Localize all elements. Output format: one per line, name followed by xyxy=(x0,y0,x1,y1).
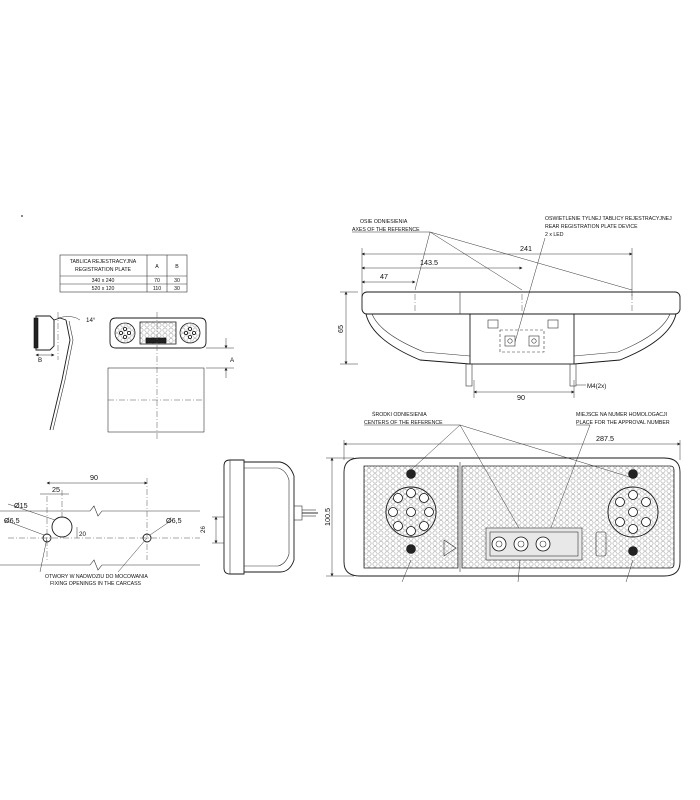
dim-20: 20 xyxy=(79,531,86,538)
table-col-a: A xyxy=(155,264,159,270)
dim-a: A xyxy=(230,357,235,364)
dim-b: B xyxy=(38,357,42,364)
front-view: ŚRODKI ODNIESIENIA CENTERS OF THE REFERE… xyxy=(323,410,681,583)
table-row-size: 340 x 240 xyxy=(92,278,115,284)
table-title-en: REGISTRATION PLATE xyxy=(75,267,132,273)
plate-lamp-view: A xyxy=(107,312,235,440)
dim-d15: Ø15 xyxy=(14,501,28,510)
axes-label-en: AXES OF THE REFERENCE xyxy=(352,227,420,233)
dim-47: 47 xyxy=(380,272,388,281)
axes-label-pl: OSIE ODNIESIENIA xyxy=(360,219,408,225)
table-row-a: 110 xyxy=(153,286,161,292)
dim-26: 26 xyxy=(200,526,207,533)
dim-d6-5-right: Ø6,5 xyxy=(166,516,182,525)
dim-25: 25 xyxy=(52,485,60,494)
table-row-a: 70 xyxy=(154,278,160,284)
top-view: OSIE ODNIESIENIA AXES OF THE REFERENCE O… xyxy=(336,216,681,402)
mounting-holes-view: 90 25 Ø15 Ø6,5 Ø6,5 20 OTWORY W NADWOZIU… xyxy=(0,473,200,587)
table-title-pl: TABLICA REJESTRACYJNA xyxy=(70,259,137,265)
dim-287-5: 287.5 xyxy=(596,434,614,443)
dim-d6-5-left: Ø6,5 xyxy=(4,516,20,525)
plate-label-pl: OSWIETLENIE TYLNEJ TABLICY REJESTRACYJNE… xyxy=(545,216,672,222)
side-mount-view: 14° B xyxy=(33,312,96,431)
angle-14: 14° xyxy=(86,317,96,324)
table-row-b: 30 xyxy=(174,278,180,284)
dim-m4: M4(2x) xyxy=(587,383,606,390)
plate-label-en: REAR REGISTRATION PLATE DEVICE xyxy=(545,224,638,230)
holes-note-pl: OTWORY W NADWOZIU DO MOCOWANIA xyxy=(45,574,148,580)
table-col-b: B xyxy=(175,264,179,270)
table-row-size: 520 x 120 xyxy=(92,286,115,292)
led-label: 2 x LED xyxy=(545,232,564,238)
dim-100-5: 100.5 xyxy=(323,508,332,526)
profile-view: 26 xyxy=(200,459,318,575)
homolog-label-en: PLACE FOR THE APPROVAL NUMBER xyxy=(576,420,670,426)
dim-143-5: 143.5 xyxy=(420,258,438,267)
homolog-label-pl: MIEJSCE NA NUMER HOMOLOGACJI xyxy=(576,412,667,418)
stray-mark xyxy=(21,215,23,217)
dim-90-holes: 90 xyxy=(90,473,98,482)
dim-65: 65 xyxy=(336,325,345,333)
table-row-b: 30 xyxy=(174,286,180,292)
centers-label-pl: ŚRODKI ODNIESIENIA xyxy=(372,410,427,418)
registration-plate-table: TABLICA REJESTRACYJNA REGISTRATION PLATE… xyxy=(59,254,188,293)
dim-90-top: 90 xyxy=(517,393,525,402)
centers-label-en: CENTERS OF THE REFERENCE xyxy=(364,420,443,426)
holes-note-en: FIXING OPENINGS IN THE CARCASS xyxy=(50,581,142,587)
dim-241: 241 xyxy=(520,244,532,253)
